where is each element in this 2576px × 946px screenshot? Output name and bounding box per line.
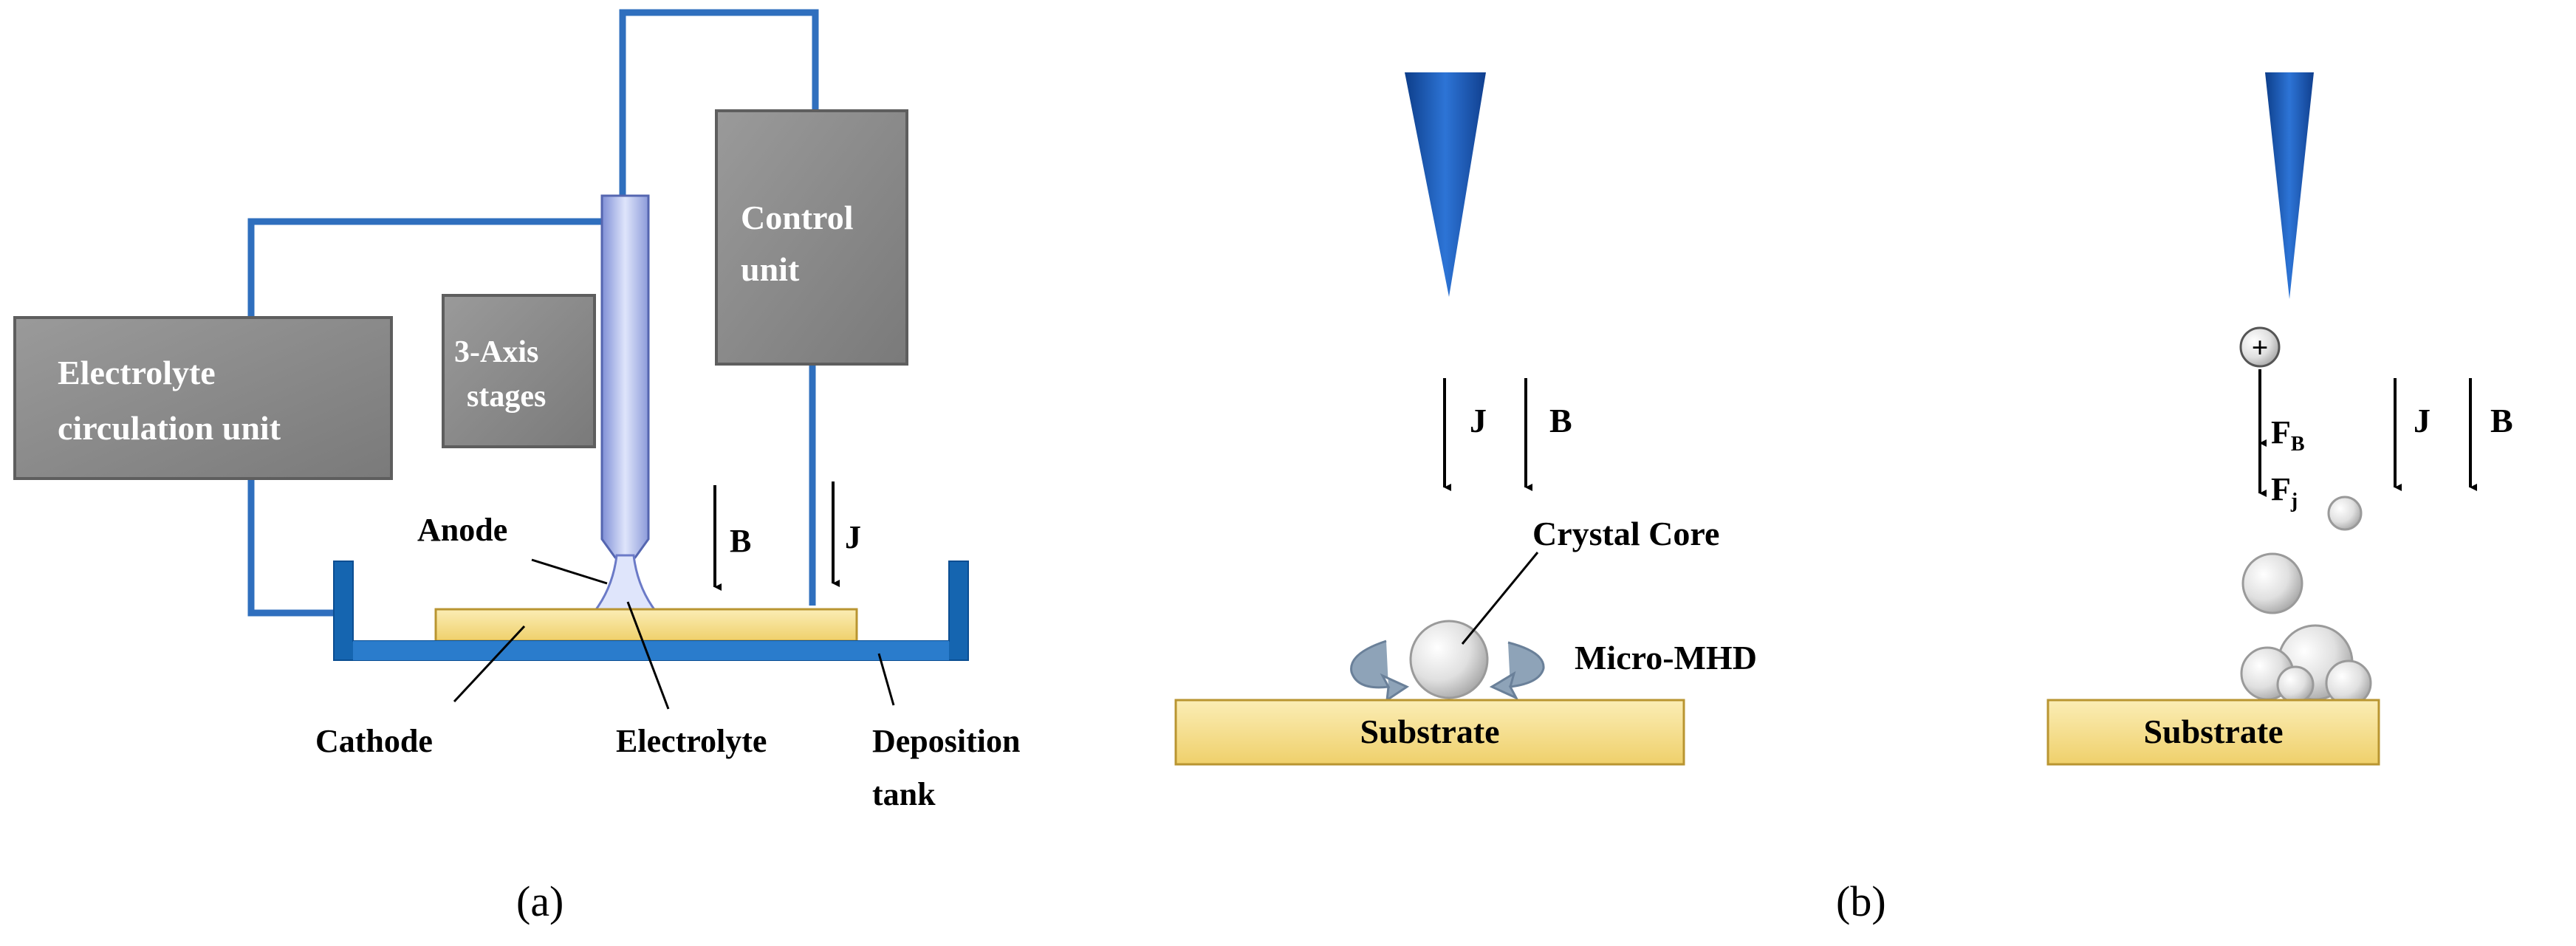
panel-b-right: + FB Fj J B Substrate: [2046, 72, 2513, 766]
mhd-flow-arrow-left: [1350, 640, 1410, 703]
electrode-tip-right: [2265, 72, 2314, 299]
micro-mhd-label: Micro-MHD: [1575, 639, 1757, 676]
tank-leader: [877, 653, 895, 706]
substrate-label-right: Substrate: [2143, 713, 2283, 750]
wire-electrolyte-to-tank: [247, 480, 340, 617]
cathode-plate: [434, 608, 858, 642]
cathode-label: Cathode: [315, 723, 433, 759]
substrate-left: [1174, 699, 1685, 766]
wire-anode-to-control: [619, 9, 819, 199]
substrate-right: [2046, 699, 2380, 766]
current-label: J: [845, 519, 861, 555]
stages-label: 3-Axis stages: [454, 335, 547, 414]
panel-b-left: J B Crystal Core Micro-MHD Substrate: [1174, 72, 1757, 766]
panel-a: Electrolyte circulation unit 3-Axis stag…: [13, 9, 1028, 925]
particle: [2276, 665, 2315, 704]
electrolyte-circulation-unit-box: [13, 316, 393, 480]
caption-b: (b): [1836, 877, 1886, 925]
cation-plus: +: [2252, 331, 2269, 364]
electrode-tip-left: [1405, 72, 1486, 297]
mhd-flow-arrow-right: [1489, 641, 1545, 701]
substrate-label-left: Substrate: [1360, 713, 1499, 750]
j-label-right: J: [2414, 402, 2431, 439]
three-axis-stages-box: [442, 294, 596, 448]
fj-label: Fj: [2271, 471, 2298, 513]
cation-symbol: [2239, 326, 2281, 368]
crystal-core-label: Crystal Core: [1532, 515, 1719, 552]
cathode-leader: [453, 625, 526, 703]
control-unit-box: [715, 109, 908, 366]
control-unit-label: Control unit: [741, 199, 862, 288]
electrolyte-unit-label: Electrolyte circulation unit: [58, 354, 281, 447]
anode-leader: [531, 558, 608, 585]
crystal-core-leader: [1461, 552, 1539, 645]
tank-label: Deposition tank: [872, 723, 1028, 812]
j-label-left: J: [1470, 402, 1487, 439]
anode-electrode: [600, 194, 650, 559]
b-label-right: B: [2490, 402, 2513, 439]
particle: [2325, 659, 2372, 707]
electrolyte-label: Electrolyte: [616, 723, 767, 759]
fb-label: FB: [2271, 414, 2305, 456]
b-label-left: B: [1549, 402, 1572, 439]
leader-lines: [453, 558, 895, 710]
crystal-core: [1409, 620, 1489, 699]
deposition-tank-floor: [353, 641, 949, 660]
b-field-label: B: [730, 523, 751, 559]
anode-label: Anode: [417, 512, 507, 548]
particle: [2241, 552, 2303, 614]
particle: [2327, 496, 2363, 531]
electrolyte-leader: [626, 601, 670, 710]
caption-a: (a): [516, 877, 564, 925]
